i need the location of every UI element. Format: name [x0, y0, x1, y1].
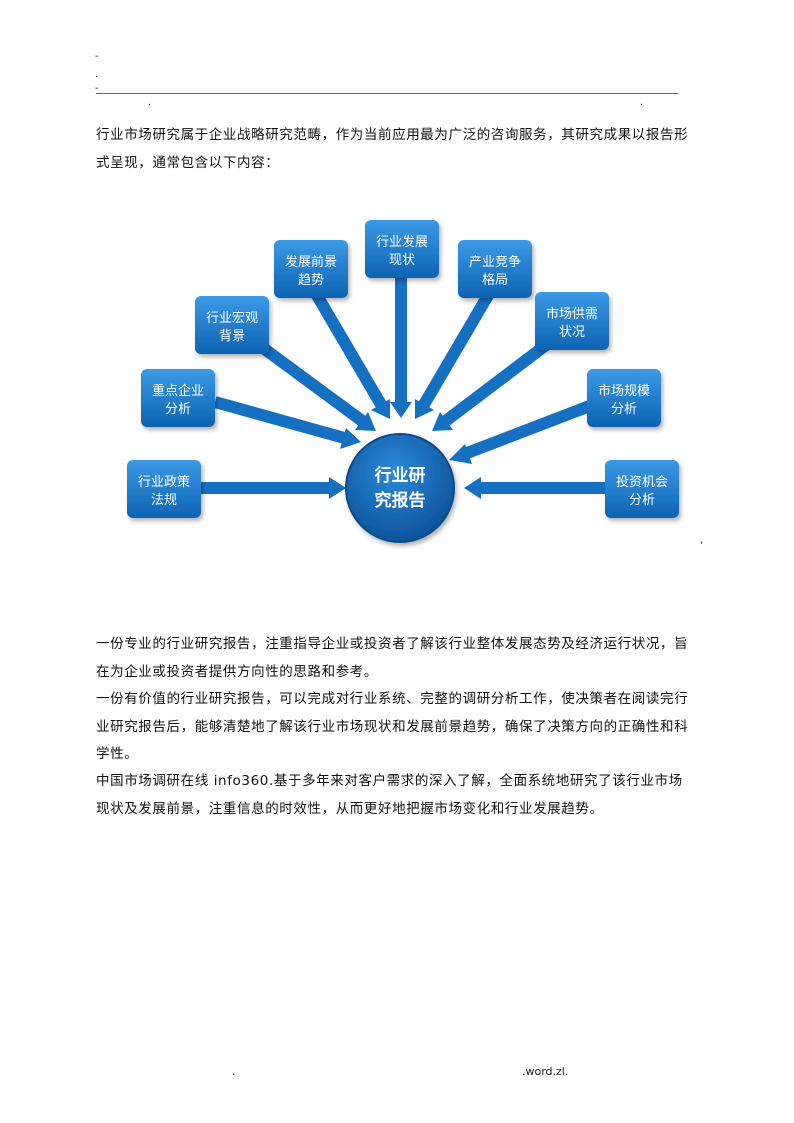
box-prospect-line2: 趋势: [298, 272, 324, 288]
arrow-head-enterprise: [340, 428, 361, 449]
center-node: 行业研 究报告: [345, 433, 455, 543]
footer-left: .: [232, 1065, 236, 1078]
box-investment-line1: 投资机会: [616, 474, 668, 490]
box-investment-bg: [605, 460, 679, 518]
header-dot-right: .: [640, 97, 644, 108]
paragraph-1: 一份专业的行业研究报告，注重指导企业或投资者了解该行业整体发展态势及经济运行状况…: [96, 636, 689, 680]
box-scale: 市场规模 分析: [587, 369, 661, 427]
box-investment-line2: 分析: [629, 493, 655, 508]
box-enterprise-line1: 重点企业: [152, 383, 204, 399]
arrow-head-macro: [355, 412, 376, 431]
box-enterprise: 重点企业 分析: [141, 369, 215, 427]
header-rule: [96, 93, 678, 94]
paragraph-2: 一份有价值的行业研究报告，可以完成对行业系统、完整的调研分析工作，使决策者在阅读…: [96, 691, 689, 762]
box-competition-line2: 格局: [482, 272, 508, 288]
center-label-1: 行业研: [374, 465, 426, 486]
box-enterprise-line2: 分析: [165, 402, 191, 417]
arrow-scale: [459, 396, 603, 461]
footer-right: .word.zl.: [522, 1065, 569, 1078]
box-status: 行业发展 现状: [365, 220, 439, 278]
box-status-line2: 现状: [389, 253, 415, 268]
box-competition-bg: [458, 240, 532, 298]
arrow-head-prospect: [371, 399, 390, 419]
box-macro: 行业宏观 背景: [195, 296, 269, 354]
arrow-head-investment: [464, 477, 481, 499]
arrow-competition: [416, 288, 496, 412]
arrow-head-policy: [329, 477, 346, 499]
box-macro-bg: [195, 296, 269, 354]
box-macro-line2: 背景: [219, 329, 245, 344]
box-status-line1: 行业发展: [376, 234, 428, 250]
box-prospect: 发展前景 趋势: [274, 240, 348, 298]
box-competition: 产业竞争 格局: [458, 240, 532, 298]
box-investment: 投资机会 分析: [605, 460, 679, 518]
header-dot-left: .: [148, 97, 152, 108]
box-scale-line2: 分析: [611, 402, 637, 417]
box-policy-line2: 法规: [151, 493, 177, 508]
side-mark: ,: [700, 535, 704, 546]
arrows: [200, 272, 615, 499]
arrow-head-competition: [415, 399, 434, 419]
center-circle: [345, 433, 455, 543]
box-macro-line1: 行业宏观: [206, 311, 258, 326]
box-scale-line1: 市场规模: [598, 383, 650, 399]
arrow-head-status: [390, 402, 412, 418]
arrow-enterprise: [213, 396, 350, 445]
box-supply-line1: 市场供需: [546, 306, 598, 322]
arrow-prospect: [309, 288, 389, 412]
box-policy-bg: [127, 460, 201, 518]
box-scale-bg: [587, 369, 661, 427]
box-supply: 市场供需 状况: [535, 292, 609, 350]
intro-paragraph: 行业市场研究属于企业战略研究范畴，作为当前应用最为广泛的咨询服务，其研究成果以报…: [96, 127, 689, 171]
arrow-head-scale: [449, 444, 472, 464]
box-supply-line2: 状况: [559, 325, 585, 340]
box-competition-line1: 产业竞争: [469, 254, 521, 270]
box-enterprise-bg: [141, 369, 215, 427]
header-mark-1: -: [95, 51, 99, 62]
box-policy-line1: 行业政策: [138, 474, 190, 490]
header-mark-3: -: [95, 83, 99, 94]
paragraph-3: 中国市场调研在线 info360.基于多年来对客户需求的深入了解，全面系统地研究…: [96, 773, 683, 817]
center-label-2: 究报告: [375, 490, 426, 511]
box-prospect-bg: [274, 240, 348, 298]
arrow-supply: [439, 337, 554, 428]
arrow-head-supply: [432, 412, 453, 431]
report-contents-diagram: 行业研 究报告 行业政策 法规 重点企业 分析 行业宏观 背景 发展前景 趋势 …: [127, 220, 679, 543]
header-mark-2: .: [95, 69, 99, 80]
arrow-macro: [251, 337, 369, 428]
box-policy: 行业政策 法规: [127, 460, 201, 518]
box-prospect-line1: 发展前景: [285, 254, 337, 270]
box-status-bg: [365, 220, 439, 278]
box-supply-bg: [535, 292, 609, 350]
